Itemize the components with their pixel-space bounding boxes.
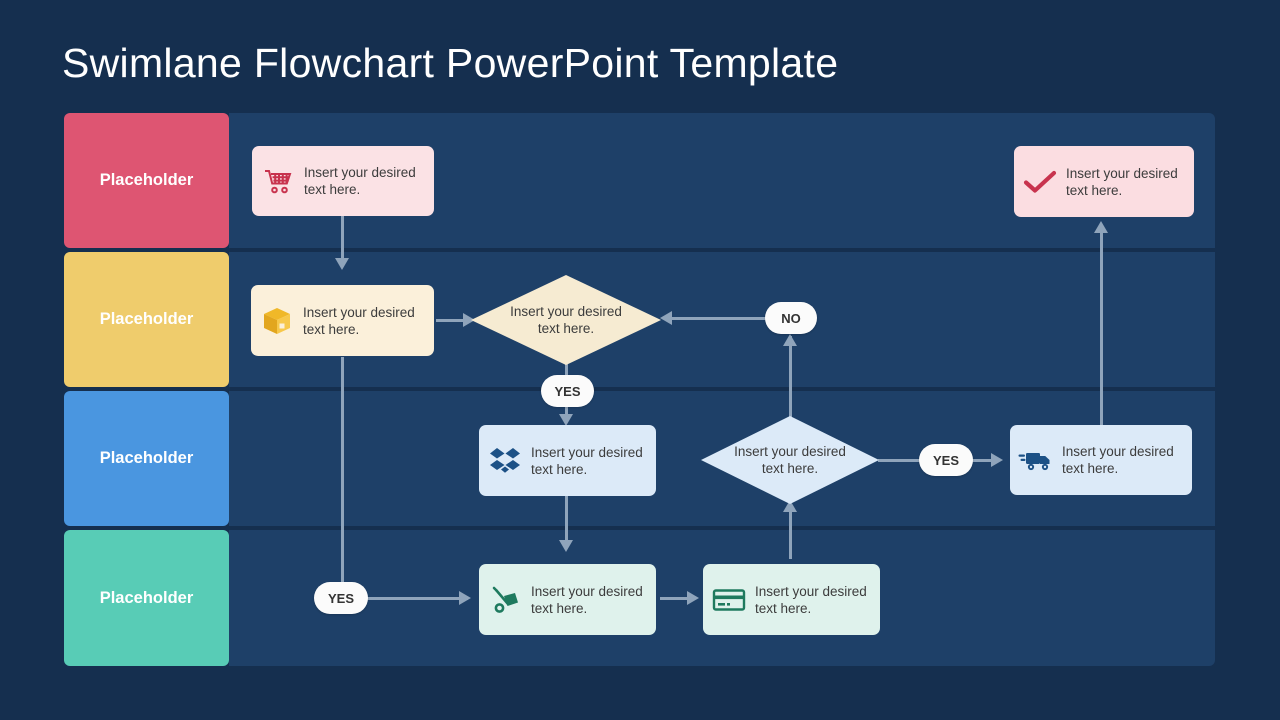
arrow-head-right-yes-truck (991, 453, 1003, 467)
connector-layers-to-dolly (565, 496, 568, 546)
process-node-text: Insert your desired text here. (1066, 165, 1178, 198)
arrow-head-down-yes-layers (559, 414, 573, 426)
arrow-head-right-yes-dolly (459, 591, 471, 605)
arrow-head-down-layers-dolly (559, 540, 573, 552)
branch-badge-no[interactable]: NO (765, 302, 817, 334)
branch-badge-yes-bottom[interactable]: YES (314, 582, 368, 614)
lane-header-4[interactable]: Placeholder (64, 530, 229, 666)
branch-badge-label: NO (781, 310, 801, 326)
lane-header-1[interactable]: Placeholder (64, 113, 229, 248)
hand-truck-icon (479, 585, 531, 615)
lane-header-label: Placeholder (99, 171, 194, 189)
connector-package-to-yes-bottom (341, 357, 344, 585)
connector-no-to-decision-top (672, 317, 766, 320)
process-node-text: Insert your desired text here. (531, 583, 643, 616)
branch-badge-label: YES (932, 452, 959, 468)
process-node-dolly[interactable]: Insert your desired text here. (479, 564, 656, 635)
process-node-text: Insert your desired text here. (1062, 444, 1174, 476)
arrow-head-up-truck-check (1094, 221, 1108, 233)
decision-node-mid[interactable]: Insert your desired text here. (700, 415, 880, 505)
arrow-head-down-cart-package (335, 258, 349, 270)
connector-yes-bottom-to-dolly (366, 597, 468, 600)
shopping-cart-icon (252, 168, 304, 194)
connector-yes-right-to-truck (972, 459, 996, 462)
arrow-head-left-no-decision-top (660, 311, 672, 325)
connector-decision-mid-to-no (789, 336, 792, 420)
decision-node-top[interactable]: Insert your desired text here. (470, 274, 662, 366)
arrow-head-up-card-decision (783, 500, 797, 512)
process-node-text: Insert your desired text here. (755, 583, 867, 616)
process-node-package[interactable]: Insert your desired text here. (251, 285, 434, 356)
branch-badge-label: YES (327, 590, 354, 606)
connector-card-to-decision-mid (789, 505, 792, 559)
arrow-head-right-dolly-card (687, 591, 699, 605)
lane-header-2[interactable]: Placeholder (64, 252, 229, 387)
lane-header-label: Placeholder (99, 449, 194, 467)
process-node-layers[interactable]: Insert your desired text here. (479, 425, 656, 496)
check-mark-icon (1014, 169, 1066, 195)
arrow-head-up-decision-no (783, 334, 797, 346)
process-node-check[interactable]: Insert your desired text here. (1014, 146, 1194, 217)
branch-badge-yes-top[interactable]: YES (541, 375, 594, 407)
connector-yes-top-to-layers (565, 406, 568, 418)
process-node-card[interactable]: Insert your desired text here. (703, 564, 880, 635)
open-box-layers-icon (479, 446, 531, 476)
process-node-text: Insert your desired text here. (531, 444, 643, 477)
connector-package-to-decision-top (436, 319, 470, 322)
lane-header-label: Placeholder (99, 588, 194, 607)
connector-dolly-to-card (660, 597, 694, 600)
connector-cart-to-package (341, 216, 344, 264)
decision-node-text: Insert your desired text here. (510, 304, 622, 336)
branch-badge-label: YES (554, 383, 581, 399)
page-title: Swimlane Flowchart PowerPoint Template (62, 40, 839, 86)
process-node-text: Insert your desired text here. (303, 304, 415, 337)
process-node-text: Insert your desired text here. (304, 165, 416, 197)
lane-header-label: Placeholder (99, 310, 194, 328)
process-node-cart[interactable]: Insert your desired text here. (252, 146, 434, 216)
arrow-head-right-package-decision (463, 313, 475, 327)
package-box-icon (251, 305, 303, 337)
delivery-truck-icon (1010, 447, 1062, 473)
process-node-truck[interactable]: Insert your desired text here. (1010, 425, 1192, 495)
connector-truck-to-check (1100, 228, 1103, 426)
connector-decision-mid-to-yes-right (878, 459, 920, 462)
branch-badge-yes-right[interactable]: YES (919, 444, 973, 476)
decision-node-text: Insert your desired text here. (734, 444, 846, 476)
lane-header-3[interactable]: Placeholder (64, 391, 229, 526)
credit-card-icon (703, 588, 755, 612)
